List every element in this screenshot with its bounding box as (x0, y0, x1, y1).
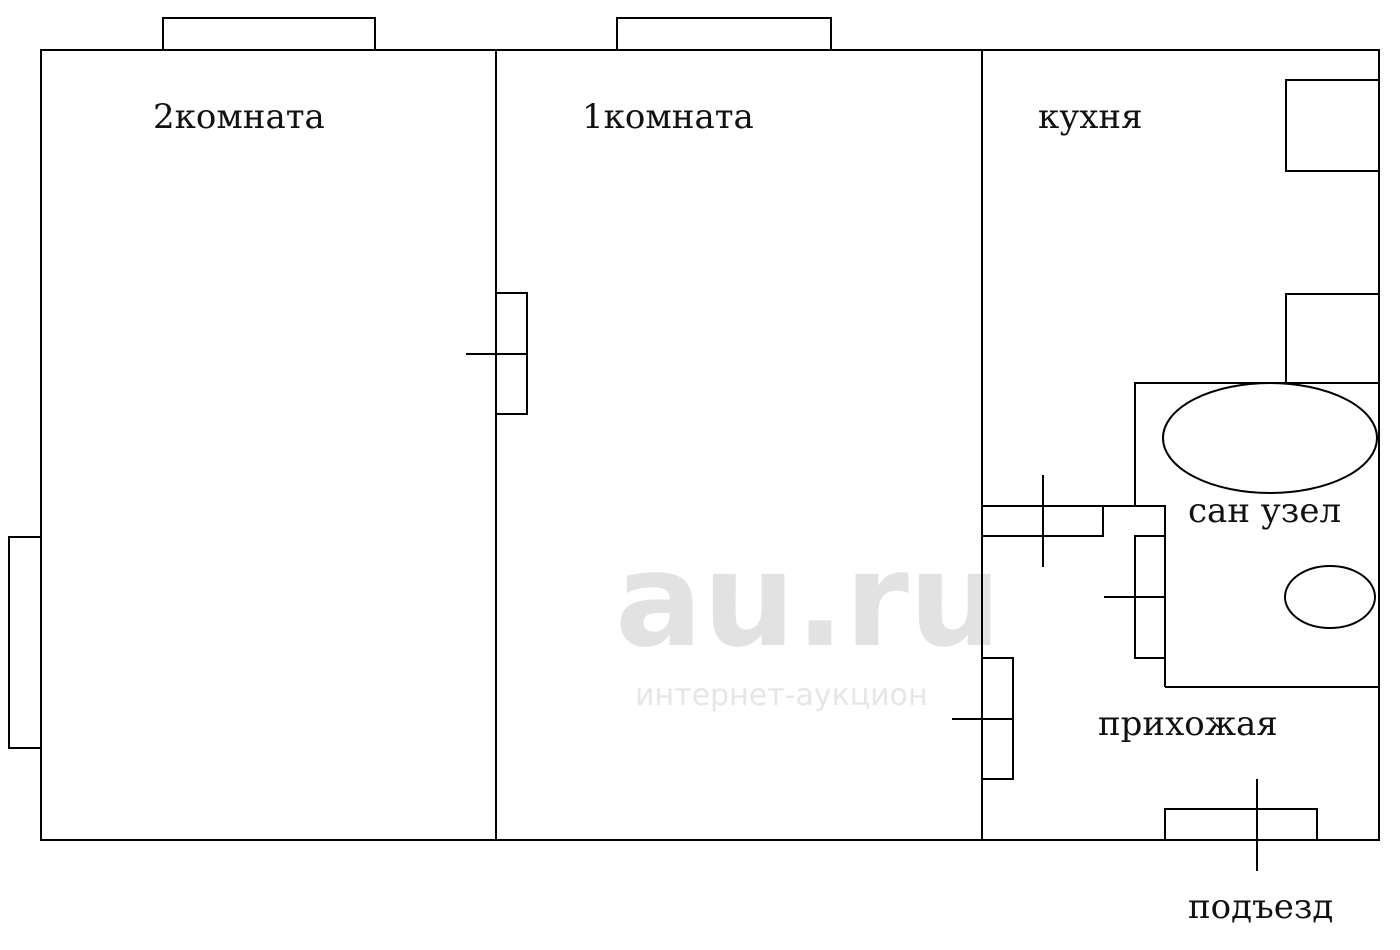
bathtub (1162, 382, 1378, 494)
window-room1-top (616, 17, 832, 51)
door-bathroom (1104, 535, 1166, 659)
door-room2-room1 (466, 292, 528, 415)
label-bathroom: сан узел (1188, 491, 1341, 531)
label-room1: 1комната (582, 97, 754, 137)
label-room2: 2комната (153, 97, 325, 137)
kitchen-sink (1285, 293, 1380, 384)
door-entrance (1164, 779, 1318, 871)
label-entrance: подъезд (1188, 887, 1333, 927)
watermark: au.ru интернет-аукцион (615, 524, 1001, 713)
door-room1-hallway (952, 657, 1014, 780)
door-kitchen (981, 475, 1165, 567)
watermark-logo: au.ru (615, 524, 1001, 676)
kitchen-stove (1285, 79, 1380, 172)
bathroom (1134, 382, 1379, 688)
window-room2-left (8, 536, 42, 749)
watermark-tagline: интернет-аукцион (635, 678, 928, 713)
window-room2-top (162, 17, 376, 51)
toilet (1284, 565, 1376, 629)
label-kitchen: кухня (1038, 97, 1143, 137)
label-hallway: прихожая (1098, 704, 1278, 744)
